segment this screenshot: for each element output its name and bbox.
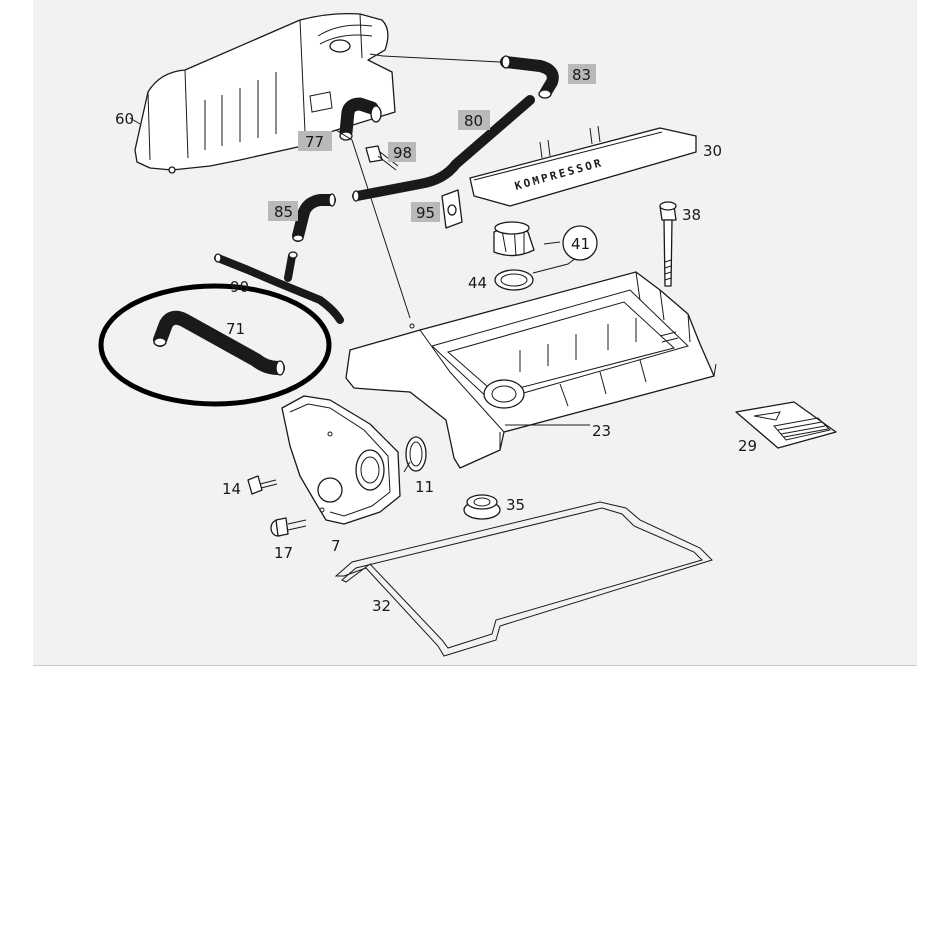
part-38-bolt	[659, 201, 677, 287]
part-32-cover-gasket	[334, 501, 713, 657]
part-label-30: 30	[703, 142, 722, 160]
part-label-80: 80	[464, 112, 483, 130]
part-60-intake-housing	[134, 12, 396, 174]
part-label-60: 60	[115, 110, 134, 128]
part-label-85: 85	[274, 203, 293, 221]
part-label-32: 32	[372, 597, 391, 615]
part-label-11: 11	[415, 478, 434, 496]
part-label-77: 77	[305, 133, 324, 151]
part-7-gasket	[281, 395, 401, 525]
part-90-hose	[214, 251, 344, 324]
label-box-98	[388, 142, 416, 162]
part-label-14: 14	[222, 480, 241, 498]
part-17-bolt	[270, 517, 307, 537]
label-box-95	[411, 202, 440, 222]
part-label-38: 38	[682, 206, 701, 224]
leader-lines	[129, 117, 590, 473]
part-label-29: 29	[738, 437, 757, 455]
part-44-seal-ring	[494, 269, 534, 291]
part-label-17: 17	[274, 544, 293, 562]
part-85-elbow-hose	[292, 193, 336, 242]
highlight-ring	[98, 283, 332, 407]
part-30-kompressor-cover: KOMPRESSOR	[469, 125, 697, 207]
part-label-71: 71	[226, 320, 245, 338]
label-box-77	[298, 131, 332, 151]
part-label-90: 90	[230, 278, 249, 296]
part-label-98: 98	[393, 144, 412, 162]
blank-area	[0, 667, 950, 950]
label-box-83	[568, 64, 596, 84]
callout-circle-41	[562, 225, 598, 261]
part-label-95: 95	[416, 204, 435, 222]
part-23-head-cover	[345, 271, 717, 469]
part-label-41: 41	[571, 235, 590, 253]
part-29-label-plate	[735, 401, 837, 449]
part-35-grommet	[463, 494, 501, 520]
part-14-bolt	[247, 475, 278, 495]
part-95-clip	[441, 189, 463, 229]
part-label-35: 35	[506, 496, 525, 514]
panel-divider	[33, 665, 917, 666]
part-71-hose	[153, 310, 285, 376]
part-83-hose	[369, 53, 559, 99]
part-77-elbow-hose	[339, 97, 382, 141]
part-label-44: 44	[468, 274, 487, 292]
label-box-85	[268, 201, 298, 221]
part-41-oil-cap	[493, 221, 535, 257]
part-label-23: 23	[592, 422, 611, 440]
part-80-pipe	[352, 95, 535, 202]
label-box-80	[458, 110, 490, 130]
part-label-7: 7	[331, 537, 341, 555]
part-11-seal-ring	[405, 436, 427, 472]
part-label-83: 83	[572, 66, 591, 84]
part-98-bolt	[365, 145, 399, 171]
